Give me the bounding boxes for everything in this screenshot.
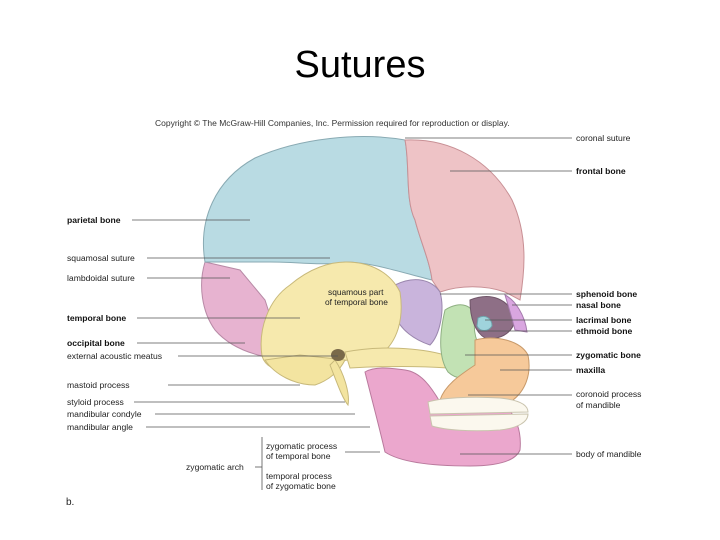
upper-teeth-shape: [428, 397, 528, 414]
label-squamous-part-2: of temporal bone: [325, 297, 388, 307]
label-temporal-process-2: of zygomatic bone: [266, 481, 336, 491]
label-lambdoidal-suture: lambdoidal suture: [67, 273, 135, 283]
label-body-of-mandible: body of mandible: [576, 449, 641, 459]
label-zygomatic-arch: zygomatic arch: [186, 462, 244, 472]
label-frontal-bone: frontal bone: [576, 166, 626, 176]
label-nasal-bone: nasal bone: [576, 300, 621, 310]
acoustic-meatus-shape: [331, 349, 345, 361]
sphenoid-bone-shape: [395, 280, 442, 345]
label-zygomatic-process-1: zygomatic process: [266, 441, 337, 451]
label-mandibular-condyle: mandibular condyle: [67, 409, 142, 419]
label-mandibular-angle: mandibular angle: [67, 422, 133, 432]
label-coronoid-process-1: coronoid process: [576, 389, 641, 399]
label-ethmoid-bone: ethmoid bone: [576, 326, 632, 336]
zygomatic-arch-shape: [345, 348, 448, 368]
lacrimal-bone-shape: [477, 316, 492, 330]
label-lacrimal-bone: lacrimal bone: [576, 315, 631, 325]
label-squamous-part-1: squamous part: [328, 287, 383, 297]
label-zygomatic-process-2: of temporal bone: [266, 451, 331, 461]
label-occipital-bone: occipital bone: [67, 338, 125, 348]
panel-label: b.: [66, 497, 74, 508]
label-squamosal-suture: squamosal suture: [67, 253, 135, 263]
label-parietal-bone: parietal bone: [67, 215, 120, 225]
label-zygomatic-bone: zygomatic bone: [576, 350, 641, 360]
label-styloid-process: styloid process: [67, 397, 124, 407]
label-coronoid-process-2: of mandible: [576, 400, 620, 410]
label-mastoid-process: mastoid process: [67, 380, 130, 390]
label-coronal-suture: coronal suture: [576, 133, 630, 143]
label-sphenoid-bone: sphenoid bone: [576, 289, 637, 299]
label-temporal-bone: temporal bone: [67, 313, 126, 323]
label-external-acoustic-meatus: external acoustic meatus: [67, 351, 162, 361]
label-maxilla: maxilla: [576, 365, 605, 375]
mastoid-knob-shape: [330, 360, 348, 405]
label-temporal-process-1: temporal process: [266, 471, 332, 481]
parietal-bone-shape: [203, 137, 432, 280]
